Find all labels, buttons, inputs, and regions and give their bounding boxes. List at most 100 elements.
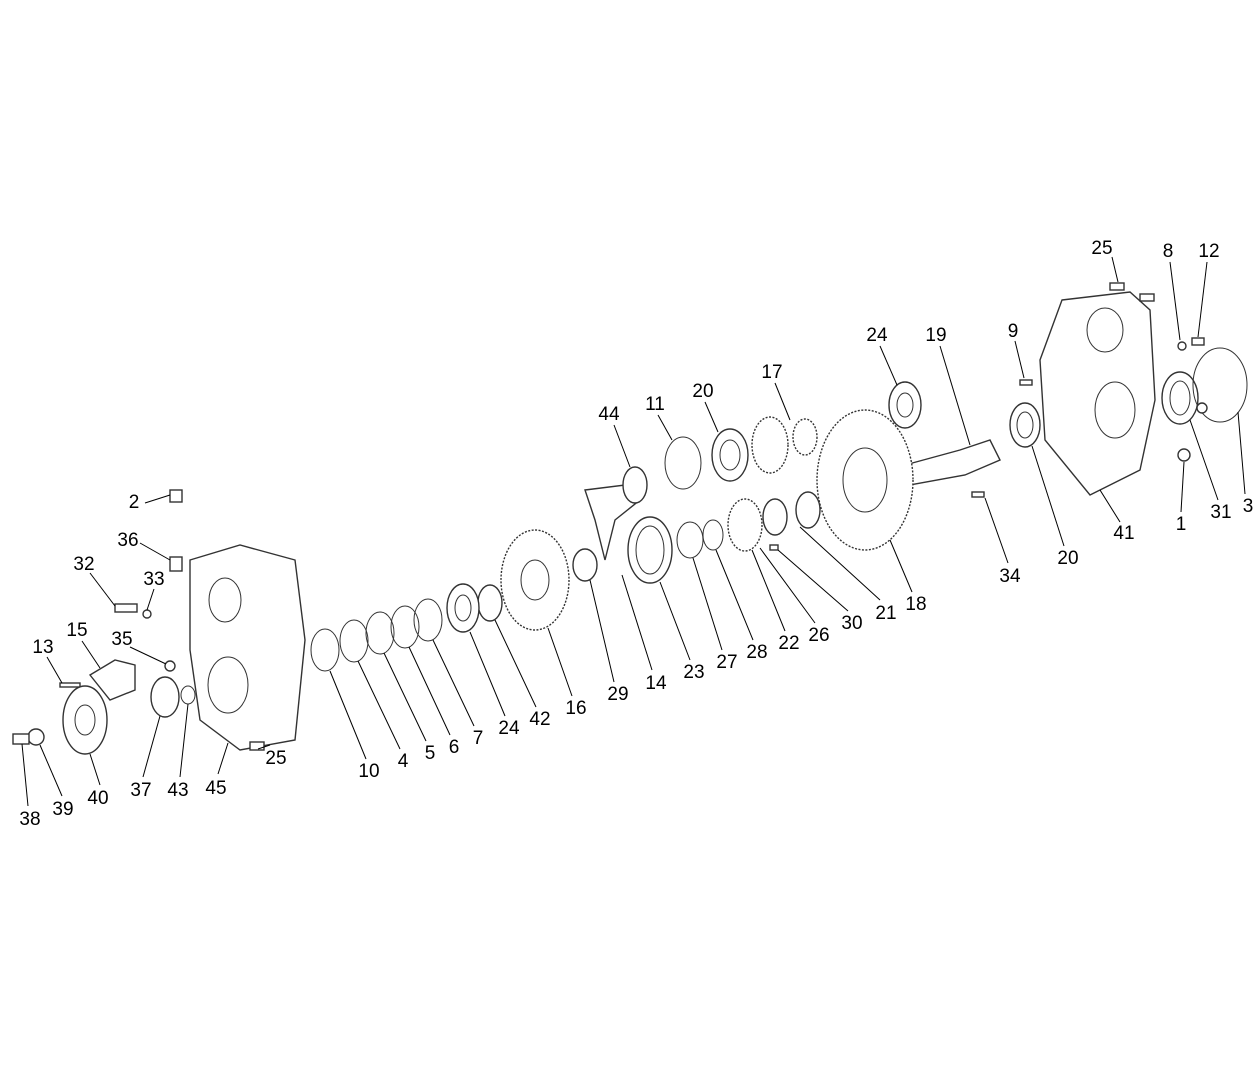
leader-line [357,660,401,750]
part-outline [446,583,480,633]
callout: 2 [129,492,140,513]
housing-cover-bore [1086,307,1124,353]
parts [88,291,1156,751]
part-outline [751,416,789,474]
part-outline [727,498,763,552]
callout: 32 [73,554,94,575]
part-outline [896,392,914,418]
part-outline [500,529,570,631]
callout: 14 [645,673,667,694]
callout: 36 [117,530,138,551]
part-outline [816,409,914,551]
leader-line [1111,256,1119,283]
callout: 20 [692,381,713,402]
callout: 29 [607,684,628,705]
part-outline [169,489,183,503]
callout: 38 [19,809,40,830]
leader-line [1099,489,1121,523]
callout: 12 [1198,241,1219,262]
callout: 20 [1057,548,1078,569]
callout: 24 [498,718,520,739]
leader-line [179,703,189,778]
leader-line [1197,261,1208,338]
gearbox-housing [189,544,306,751]
callout: 42 [529,709,550,730]
leader-line [1014,340,1025,379]
part-outline [142,609,152,619]
callout: 9 [1008,321,1019,342]
leader-line [589,579,615,683]
leader-line [1169,261,1181,341]
part-outline [769,544,779,551]
part-outline [27,728,45,746]
leader-line [46,656,63,684]
callout: 43 [167,780,188,801]
leader-line [217,742,229,775]
leader-line [494,619,537,708]
part-outline [1177,448,1191,462]
callout: 6 [449,737,460,758]
callout: 15 [66,620,87,641]
part-outline [62,685,108,755]
part-outline [676,521,704,559]
callout: 16 [565,698,586,719]
part-outline [702,519,724,551]
part-outline [413,598,443,642]
leader-line [142,715,161,778]
leader-line [879,345,898,386]
callout: 31 [1210,502,1231,523]
callout: 45 [205,778,226,799]
part-outline [59,682,81,688]
part-outline [1191,337,1205,346]
leader-line [659,581,691,661]
housing-cover-bore [1094,381,1136,439]
leader-line [329,670,367,760]
leader-line [21,743,29,807]
part-outline [390,605,420,649]
callout: 23 [683,662,704,683]
callout: 28 [746,642,767,663]
leader-line [383,652,427,742]
callout: 27 [716,652,737,673]
leader-line [146,588,155,611]
leader-line [1189,419,1219,501]
part-outline [477,584,503,622]
part-outline [664,436,702,490]
leader-line [799,526,881,601]
part-outline [1196,402,1208,414]
part-outline [114,603,138,613]
leader-line [777,549,849,612]
callout: 11 [645,394,665,415]
leader-line [715,549,754,641]
part-outline [180,685,196,705]
part-outline [520,559,550,601]
callout: 4 [398,751,409,772]
housing-bore [207,656,249,714]
leader-line [139,542,171,561]
part-outline [12,733,30,745]
part-outline [1161,371,1199,425]
leader-line [759,547,816,624]
part-outline [627,516,673,584]
leader-line [432,639,475,727]
part-outline [1169,380,1191,416]
callout: 10 [358,761,379,782]
part-outline [1177,341,1187,351]
leader-line [774,382,791,421]
part-outline [1016,411,1034,439]
housing-bore [208,577,242,623]
part-outline [365,611,395,655]
leader-line [889,539,913,593]
leader-line [1031,445,1065,547]
callout: 7 [473,728,484,749]
part-outline [635,525,665,575]
leader-line [81,640,101,669]
leader-line [613,424,631,468]
callout: 35 [111,629,132,650]
leader-line [692,557,723,651]
part-outline [971,491,985,498]
part-outline [622,466,648,504]
callout: 37 [130,780,151,801]
leader-line [39,744,63,797]
